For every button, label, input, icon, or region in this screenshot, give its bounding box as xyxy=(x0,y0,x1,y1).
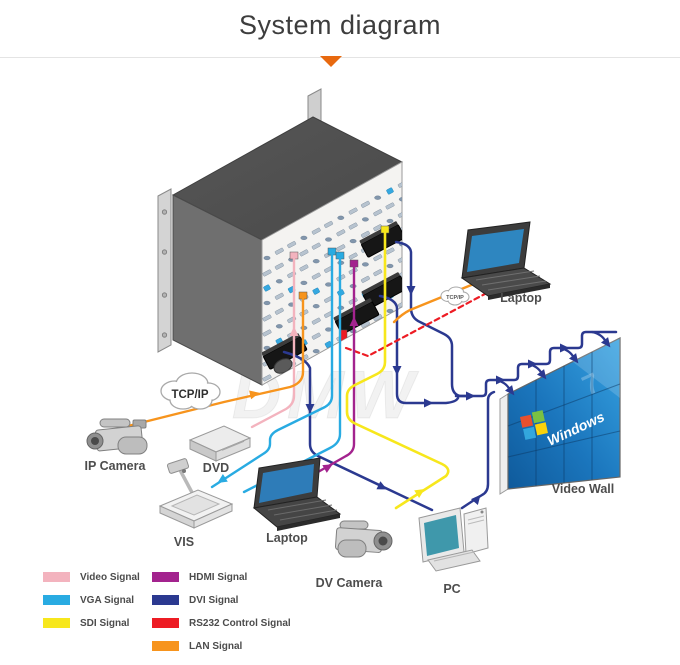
windows-logo-icon xyxy=(520,410,548,440)
laptop-bottom-illustration xyxy=(252,457,342,531)
legend-item-video: Video Signal xyxy=(43,571,140,583)
legend-item-dvi: DVI Signal xyxy=(152,594,238,606)
legend-item-lan: LAN Signal xyxy=(152,640,242,652)
label-ip-camera: IP Camera xyxy=(85,459,147,473)
legend-swatch-dvi xyxy=(152,595,179,605)
tcpip-cloud-small: TCP/IP xyxy=(440,286,470,306)
dvi-signal-line-pc-to-wall xyxy=(460,390,496,510)
vga-signal-line-1 xyxy=(210,252,334,489)
lan-signal-line-camera xyxy=(126,296,305,428)
video-signal-line xyxy=(250,256,296,429)
label-laptop-top: Laptop xyxy=(500,291,542,305)
ip-camera-illustration xyxy=(86,418,148,455)
visualizer-illustration xyxy=(158,458,234,529)
laptop-top-illustration xyxy=(460,221,552,300)
legend-item-rs232: RS232 Control Signal xyxy=(152,617,291,629)
page-title: System diagram xyxy=(238,10,442,40)
legend-item-hdmi: HDMI Signal xyxy=(152,571,247,583)
label-dv-camera: DV Camera xyxy=(316,576,384,590)
legend-item-vga: VGA Signal xyxy=(43,594,134,606)
hdmi-signal-line xyxy=(302,264,356,482)
tcpip-cloud-main: TCP/IP xyxy=(160,372,221,410)
video-wall-illustration: Windows 7 xyxy=(499,337,621,495)
pc-illustration xyxy=(418,507,489,572)
legend-swatch-hdmi xyxy=(152,572,179,582)
dvi-signal-line-2 xyxy=(378,294,460,405)
sdi-signal-line xyxy=(345,228,450,510)
matrix-switcher xyxy=(157,88,404,386)
legend-item-sdi: SDI Signal xyxy=(43,617,129,629)
tcpip-cloud-small-label: TCP/IP xyxy=(446,295,464,301)
flange-screw-holes xyxy=(161,209,168,338)
dvi-signal-line-1 xyxy=(394,240,472,398)
legend-label-sdi: SDI Signal xyxy=(80,617,130,629)
label-pc: PC xyxy=(443,582,460,596)
legend-label-dvi: DVI Signal xyxy=(189,594,239,606)
label-dvd: DVD xyxy=(203,461,229,475)
legend-label-vga: VGA Signal xyxy=(80,594,135,606)
legend-swatch-vga xyxy=(43,595,70,605)
legend-swatch-video xyxy=(43,572,70,582)
dvd-player-illustration xyxy=(188,425,252,462)
lan-signal-line-laptop xyxy=(392,277,488,324)
legend-swatch-lan xyxy=(152,641,179,651)
triangle-down-icon xyxy=(320,56,342,67)
legend-label-rs232: RS232 Control Signal xyxy=(189,617,291,629)
legend-label-lan: LAN Signal xyxy=(189,640,243,652)
legend-label-hdmi: HDMI Signal xyxy=(189,571,248,583)
tcpip-cloud-main-label: TCP/IP xyxy=(171,389,208,401)
label-vis: VIS xyxy=(174,535,194,549)
legend-swatch-rs232 xyxy=(152,618,179,628)
legend-swatch-sdi xyxy=(43,618,70,628)
label-laptop-bottom: Laptop xyxy=(266,531,308,545)
legend-label-video: Video Signal xyxy=(80,571,140,583)
label-video-wall: Video Wall xyxy=(552,482,615,496)
dv-camera-illustration xyxy=(334,520,393,558)
dvi-signal-line-to-pc xyxy=(282,350,434,512)
rs232-signal-line xyxy=(344,285,500,358)
rack-flange xyxy=(157,188,172,353)
vga-signal-line-2 xyxy=(242,256,342,494)
